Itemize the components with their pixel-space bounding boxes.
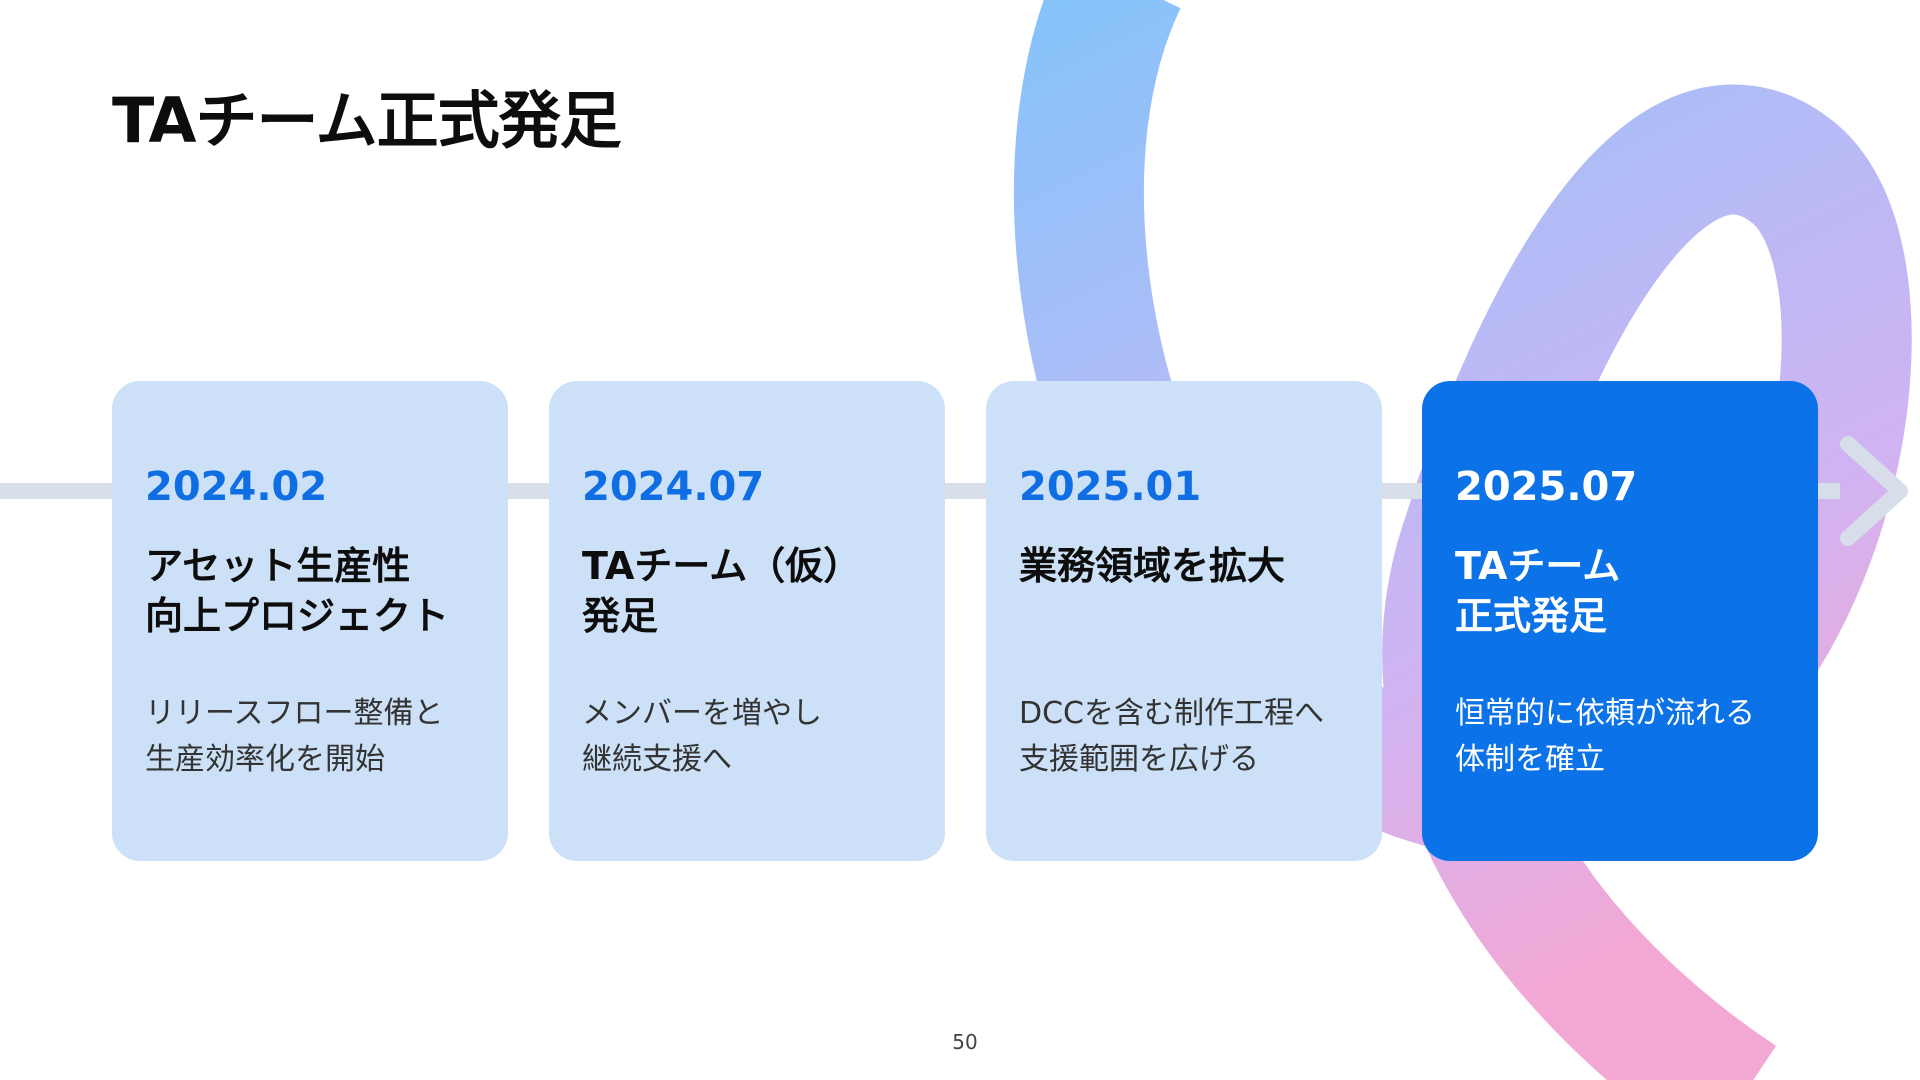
- card-description-line: 恒常的に依頼が流れる: [1455, 696, 1755, 731]
- card-description-line: 生産効率化を開始: [145, 742, 385, 777]
- card-heading: TAチーム 正式発足: [1455, 541, 1788, 651]
- card-description-line: 体制を確立: [1455, 742, 1605, 777]
- card-description: 恒常的に依頼が流れる 体制を確立: [1455, 691, 1788, 783]
- page-title: TAチーム正式発足: [112, 84, 622, 157]
- card-description-line: 支援範囲を広げる: [1019, 742, 1259, 777]
- card-heading-line: 向上プロジェクト: [145, 594, 450, 638]
- card-heading-line: TAチーム（仮）: [582, 544, 862, 588]
- card-heading: アセット生産性 向上プロジェクト: [145, 541, 478, 651]
- card-heading-line: TAチーム: [1455, 544, 1621, 588]
- card-heading-line: 発足: [582, 594, 659, 638]
- card-description: メンバーを増やし 継続支援へ: [582, 691, 915, 783]
- card-heading-line: 正式発足: [1455, 594, 1608, 638]
- card-heading-line: アセット生産性: [145, 544, 411, 588]
- card-description-line: DCCを含む制作工程へ: [1019, 696, 1324, 731]
- timeline-card-2025-01: 2025.01 業務領域を拡大 DCCを含む制作工程へ 支援範囲を広げる: [986, 381, 1382, 861]
- card-date: 2024.07: [582, 464, 765, 510]
- card-description-line: リリースフロー整備と: [145, 696, 444, 731]
- card-description: DCCを含む制作工程へ 支援範囲を広げる: [1019, 691, 1352, 783]
- timeline-card-2025-07-highlighted: 2025.07 TAチーム 正式発足 恒常的に依頼が流れる 体制を確立: [1422, 381, 1818, 861]
- card-description: リリースフロー整備と 生産効率化を開始: [145, 691, 478, 783]
- timeline-card-2024-02: 2024.02 アセット生産性 向上プロジェクト リリースフロー整備と 生産効率…: [112, 381, 508, 861]
- page-number: 50: [952, 1030, 978, 1054]
- card-description-line: 継続支援へ: [582, 742, 732, 777]
- card-date: 2025.07: [1455, 464, 1638, 510]
- card-description-line: メンバーを増やし: [582, 696, 822, 731]
- card-heading-line: 業務領域を拡大: [1019, 544, 1286, 588]
- arrow-right-icon: [1840, 436, 1908, 546]
- card-heading: 業務領域を拡大: [1019, 541, 1352, 651]
- card-heading: TAチーム（仮） 発足: [582, 541, 915, 651]
- card-date: 2024.02: [145, 464, 328, 510]
- card-date: 2025.01: [1019, 464, 1202, 510]
- timeline-card-2024-07: 2024.07 TAチーム（仮） 発足 メンバーを増やし 継続支援へ: [549, 381, 945, 861]
